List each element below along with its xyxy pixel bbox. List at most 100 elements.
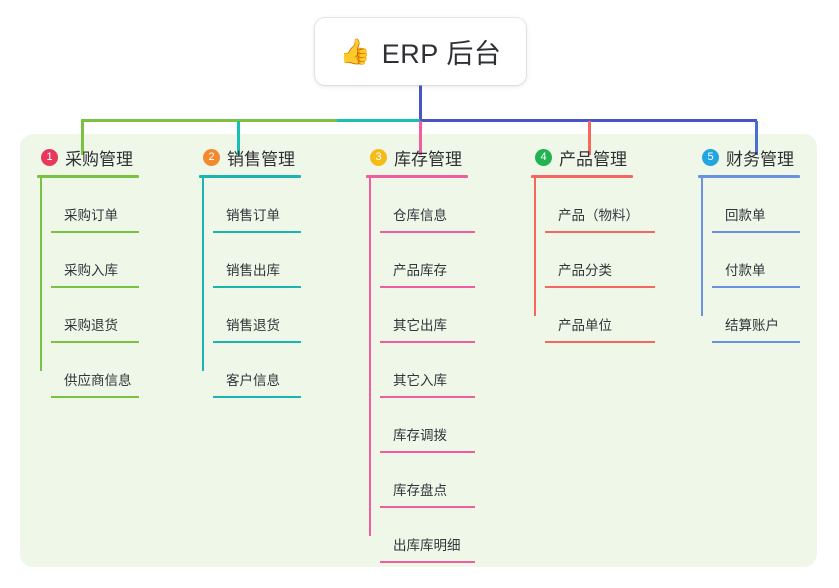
leaf-node[interactable]: 产品分类 [545,233,655,288]
leaf-list: 产品（物料） 产品分类产品单位 [531,178,655,343]
leaf-node[interactable]: 仓库信息 [380,178,475,233]
leaf-label: 销售订单 [226,208,280,223]
leaf-node[interactable]: 出库库明细 [380,508,475,563]
leaf-spine [701,178,703,316]
branch-underline [199,175,301,178]
leaf-node[interactable]: 采购订单 [51,178,139,233]
leaf-node[interactable]: 采购退货 [51,288,139,343]
bus-connector-blue [420,119,757,122]
leaf-underline [213,341,301,343]
leaf-list: 回款单付款单结算账户 [698,178,800,343]
leaf-list: 采购订单采购入库采购退货供应商信息 [37,178,139,398]
leaf-label: 产品分类 [558,263,612,278]
leaf-label: 销售出库 [226,263,280,278]
leaf-spine [40,178,42,371]
branch-column-3: 3 库存管理仓库信息产品库存其它出库其它入库库存调拨库存盘点出库库明细 [366,146,475,563]
leaf-node[interactable]: 回款单 [712,178,800,233]
branch-label: 库存管理 [394,149,462,169]
leaf-underline [51,231,139,233]
leaf-label: 产品（物料） [558,208,639,223]
leaf-label: 采购入库 [64,263,118,278]
leaf-label: 产品单位 [558,318,612,333]
leaf-node[interactable]: 销售退货 [213,288,301,343]
leaf-node[interactable]: 库存盘点 [380,453,475,508]
leaf-node[interactable]: 付款单 [712,233,800,288]
branch-label: 销售管理 [227,149,295,169]
drop-connector-1 [81,121,84,155]
leaf-node[interactable]: 采购入库 [51,233,139,288]
leaf-underline [712,286,800,288]
leaf-node[interactable]: 其它出库 [380,288,475,343]
leaf-label: 采购订单 [64,208,118,223]
trunk-connector [419,85,422,121]
thumbs-up-icon: 👍 [339,38,371,66]
branch-header-3[interactable]: 3 库存管理 [366,146,468,169]
branch-underline [37,175,139,178]
leaf-underline [380,506,475,508]
leaf-node[interactable]: 其它入库 [380,343,475,398]
leaf-underline [712,231,800,233]
leaf-label: 供应商信息 [64,373,132,388]
root-node-card[interactable]: 👍 ERP 后台 [315,18,526,85]
bus-connector-green [81,119,337,122]
branch-underline [366,175,468,178]
branch-number-badge: 3 [370,148,387,166]
leaf-label: 结算账户 [725,318,779,333]
leaf-label: 库存盘点 [393,483,447,498]
leaf-node[interactable]: 销售出库 [213,233,301,288]
leaf-list: 仓库信息产品库存其它出库其它入库库存调拨库存盘点出库库明细 [366,178,475,563]
drop-connector-4 [588,121,591,155]
leaf-label: 其它出库 [393,318,447,333]
branch-column-1: 1 采购管理采购订单采购入库采购退货供应商信息 [37,146,139,398]
leaf-node[interactable]: 结算账户 [712,288,800,343]
branch-header-1[interactable]: 1 采购管理 [37,146,139,169]
leaf-node[interactable]: 产品单位 [545,288,655,343]
leaf-node[interactable]: 供应商信息 [51,343,139,398]
branch-label: 产品管理 [559,149,627,169]
branch-underline [698,175,800,178]
leaf-underline [380,451,475,453]
leaf-underline [51,286,139,288]
leaf-label: 库存调拨 [393,428,447,443]
leaf-underline [380,341,475,343]
leaf-underline [380,396,475,398]
leaf-spine [369,178,371,536]
leaf-node[interactable]: 产品库存 [380,233,475,288]
branch-number-badge: 5 [702,148,719,166]
leaf-underline [380,561,475,563]
leaf-label: 付款单 [725,263,766,278]
branch-number-badge: 4 [535,148,552,166]
leaf-node[interactable]: 库存调拨 [380,398,475,453]
leaf-node[interactable]: 客户信息 [213,343,301,398]
leaf-underline [213,286,301,288]
leaf-spine [534,178,536,316]
drop-connector-2 [237,121,240,155]
leaf-underline [545,231,655,233]
branch-column-4: 4 产品管理产品（物料） 产品分类产品单位 [531,146,655,343]
leaf-underline [51,341,139,343]
leaf-underline [545,286,655,288]
leaf-spine [202,178,204,371]
leaf-node[interactable]: 产品（物料） [545,178,655,233]
leaf-underline [712,341,800,343]
leaf-underline [51,396,139,398]
branch-header-4[interactable]: 4 产品管理 [531,146,633,169]
drop-connector-5 [755,121,758,155]
leaf-label: 采购退货 [64,318,118,333]
branch-number-badge: 1 [41,148,58,166]
branch-underline [531,175,633,178]
leaf-underline [380,231,475,233]
leaf-label: 其它入库 [393,373,447,388]
leaf-label: 客户信息 [226,373,280,388]
leaf-label: 出库库明细 [393,538,461,553]
leaf-node[interactable]: 销售订单 [213,178,301,233]
bus-connector-teal [337,119,420,122]
leaf-underline [213,396,301,398]
leaf-label: 销售退货 [226,318,280,333]
branch-label: 采购管理 [65,149,133,169]
